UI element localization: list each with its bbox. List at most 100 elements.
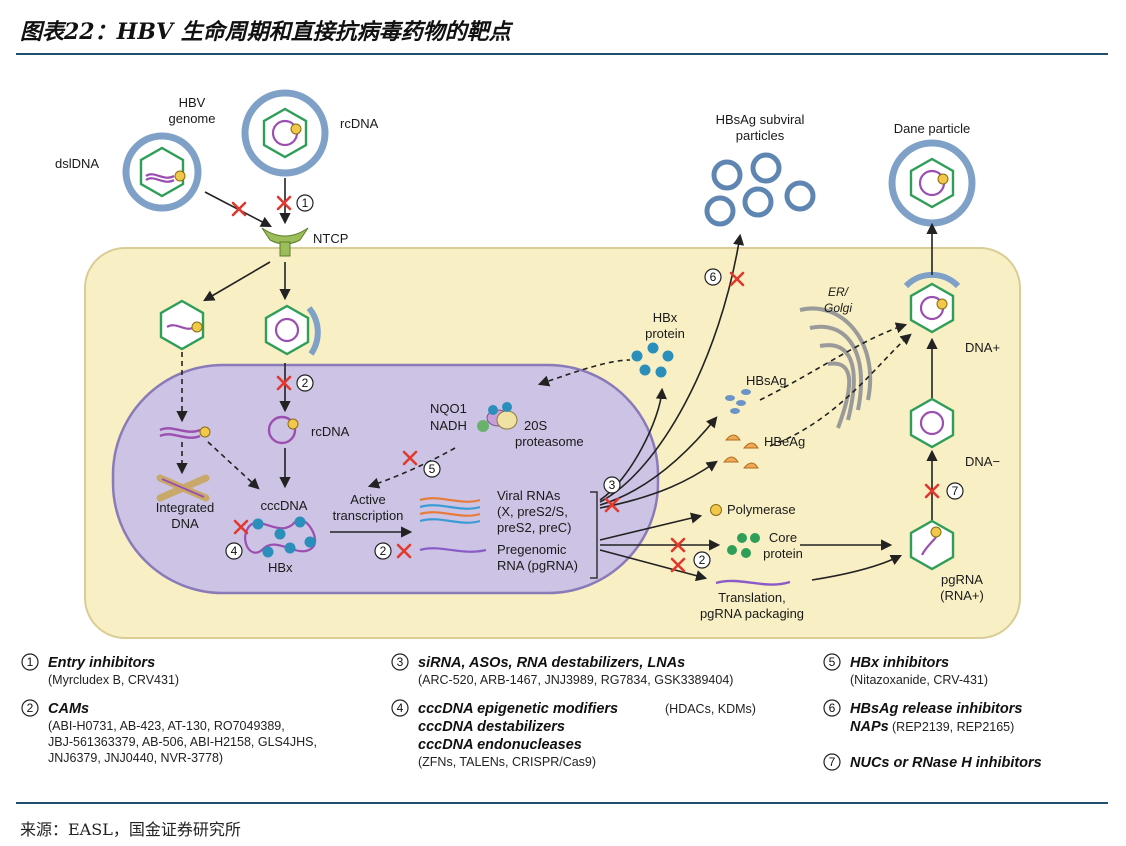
label-dna-minus: DNA− — [965, 454, 1000, 469]
legend-4-extra2: cccDNA endonucleases — [418, 737, 582, 753]
legend-4-line: (ZFNs, TALENs, CRISPR/Cas9) — [418, 755, 596, 769]
capsid-pgrna — [909, 519, 955, 571]
legend-5-heading: HBx inhibitors — [850, 655, 949, 671]
nuclear-dsl-dna — [159, 426, 211, 439]
legend-num-2: 2 — [27, 701, 34, 715]
label-translation-1: Translation, — [718, 590, 785, 605]
dane-particle — [888, 139, 976, 227]
marker-1: 1 — [302, 196, 309, 210]
label-hbx-nucleus: HBx — [268, 560, 293, 575]
label-dane: Dane particle — [894, 121, 971, 136]
diagram-markers — [225, 194, 964, 569]
marker-2c: 2 — [699, 553, 706, 567]
legend-3-line: (ARC-520, ARB-1467, JNJ3989, RG7834, GSK… — [418, 673, 733, 687]
hbsag-protein — [725, 389, 751, 414]
marker-4: 4 — [231, 544, 238, 558]
marker-5: 5 — [429, 462, 436, 476]
label-hbv-genome-2: genome — [169, 111, 216, 126]
legend-2-heading: CAMs — [48, 701, 89, 717]
legend-7-heading: NUCs or RNase H inhibitors — [850, 755, 1042, 771]
legend-num-1: 1 — [27, 655, 34, 669]
label-proteasome: proteasome — [515, 434, 584, 449]
legend-2-line3: JNJ6379, JNJ0440, NVR-3778) — [48, 751, 223, 765]
label-hbsag: HBsAg — [746, 373, 786, 388]
label-nadh: NADH — [430, 418, 467, 433]
uncoated-dsl-capsid — [159, 299, 205, 351]
source-note: 来源：EASL，国金证券研究所 — [20, 820, 241, 839]
rcdna-virion — [241, 89, 329, 177]
label-viral-rnas-3: preS2, preC) — [497, 520, 571, 535]
hbx-protein-beads — [631, 342, 674, 378]
label-hbx-protein-2: protein — [645, 326, 685, 341]
legend-num-7: 7 — [829, 755, 836, 769]
label-cccdna: cccDNA — [261, 498, 308, 513]
label-pregenomic-2: RNA (pgRNA) — [497, 558, 578, 573]
polymerase-protein — [710, 504, 722, 516]
viral-rna-strands — [419, 497, 487, 553]
figure-title: 图表22：HBV 生命周期和直接抗病毒药物的靶点 — [20, 19, 511, 45]
legend-6-suffix: (REP2139, REP2165) — [892, 720, 1014, 734]
label-hbx-protein-1: HBx — [653, 310, 678, 325]
label-viral-rnas-1: Viral RNAs — [497, 488, 561, 503]
ntcp-receptor — [261, 227, 309, 257]
legend-2-line1: (ABI-H0731, AB-423, AT-130, RO7049389, — [48, 719, 285, 733]
nucleus — [111, 363, 660, 595]
integrated-dna-chromosome — [156, 474, 210, 502]
label-core-1: Core — [769, 530, 797, 545]
label-er: ER/ — [828, 285, 850, 299]
label-hbeag: HBeAg — [764, 434, 805, 449]
label-nqo1: NQO1 — [430, 401, 467, 416]
label-translation-2: pgRNA packaging — [700, 606, 804, 621]
legend-4-extra1: cccDNA destabilizers — [418, 719, 565, 735]
source-rule — [16, 802, 1108, 804]
label-ntcp: NTCP — [313, 231, 348, 246]
label-golgi: Golgi — [824, 301, 852, 315]
legend-1-line: (Myrcludex B, CRV431) — [48, 673, 179, 687]
er-golgi-stacks — [799, 306, 873, 429]
legend-3-heading: siRNA, ASOs, RNA destabilizers, LNAs — [418, 655, 685, 671]
pgrna-strand — [715, 579, 791, 586]
legend-num-6: 6 — [829, 701, 836, 715]
dsldna-virion — [122, 132, 202, 212]
legend-4-heading: cccDNA epigenetic modifiers — [418, 701, 618, 717]
legend-num-5: 5 — [829, 655, 836, 669]
legend-num-4: 4 — [397, 701, 404, 715]
label-core-2: protein — [763, 546, 803, 561]
hbsag-subviral-particles — [704, 152, 816, 227]
label-active-1: Active — [350, 492, 385, 507]
legend-5-line: (Nitazoxanide, CRV-431) — [850, 673, 988, 687]
label-dna-plus: DNA+ — [965, 340, 1000, 355]
core-protein-dimers — [727, 533, 760, 558]
capsid-dna-minus — [909, 397, 955, 449]
label-pgrna-1: pgRNA — [941, 572, 983, 587]
nuclear-rcdna — [267, 415, 299, 445]
label-subviral-1: HBsAg subviral — [716, 112, 805, 127]
label-integrated-1: Integrated — [156, 500, 215, 515]
title-rule — [16, 53, 1108, 55]
uncoated-rc-capsid — [264, 304, 321, 356]
label-pgrna-2: (RNA+) — [940, 588, 984, 603]
label-viral-rnas-2: (X, preS2/S, — [497, 504, 568, 519]
cccdna-minichromosome — [244, 516, 317, 558]
legend-6-extra: NAPs — [850, 719, 889, 735]
nqo1-proteasome-complex — [477, 402, 518, 432]
label-rcdna-nucleus: rcDNA — [311, 424, 350, 439]
legend-num-3: 3 — [397, 655, 404, 669]
legend: 1 2 3 4 5 6 7 Entry inhibitors (Myrclude… — [21, 653, 1042, 771]
label-integrated-2: DNA — [171, 516, 199, 531]
label-20s: 20S — [524, 418, 547, 433]
marker-6: 6 — [710, 270, 717, 284]
label-dsldna: dslDNA — [55, 156, 99, 171]
pathway-arrows — [176, 178, 938, 582]
rna-bracket — [590, 491, 598, 579]
legend-6-heading: HBsAg release inhibitors — [850, 701, 1022, 717]
marker-2b: 2 — [380, 544, 387, 558]
marker-3: 3 — [609, 478, 616, 492]
label-pregenomic-1: Pregenomic — [497, 542, 567, 557]
label-active-2: transcription — [333, 508, 404, 523]
legend-2-line2: JBJ-561363379, AB-506, ABI-H2158, GLS4JH… — [48, 735, 317, 749]
label-rcdna-top: rcDNA — [340, 116, 379, 131]
label-hbv-genome-1: HBV — [179, 95, 206, 110]
legend-1-heading: Entry inhibitors — [48, 655, 155, 671]
